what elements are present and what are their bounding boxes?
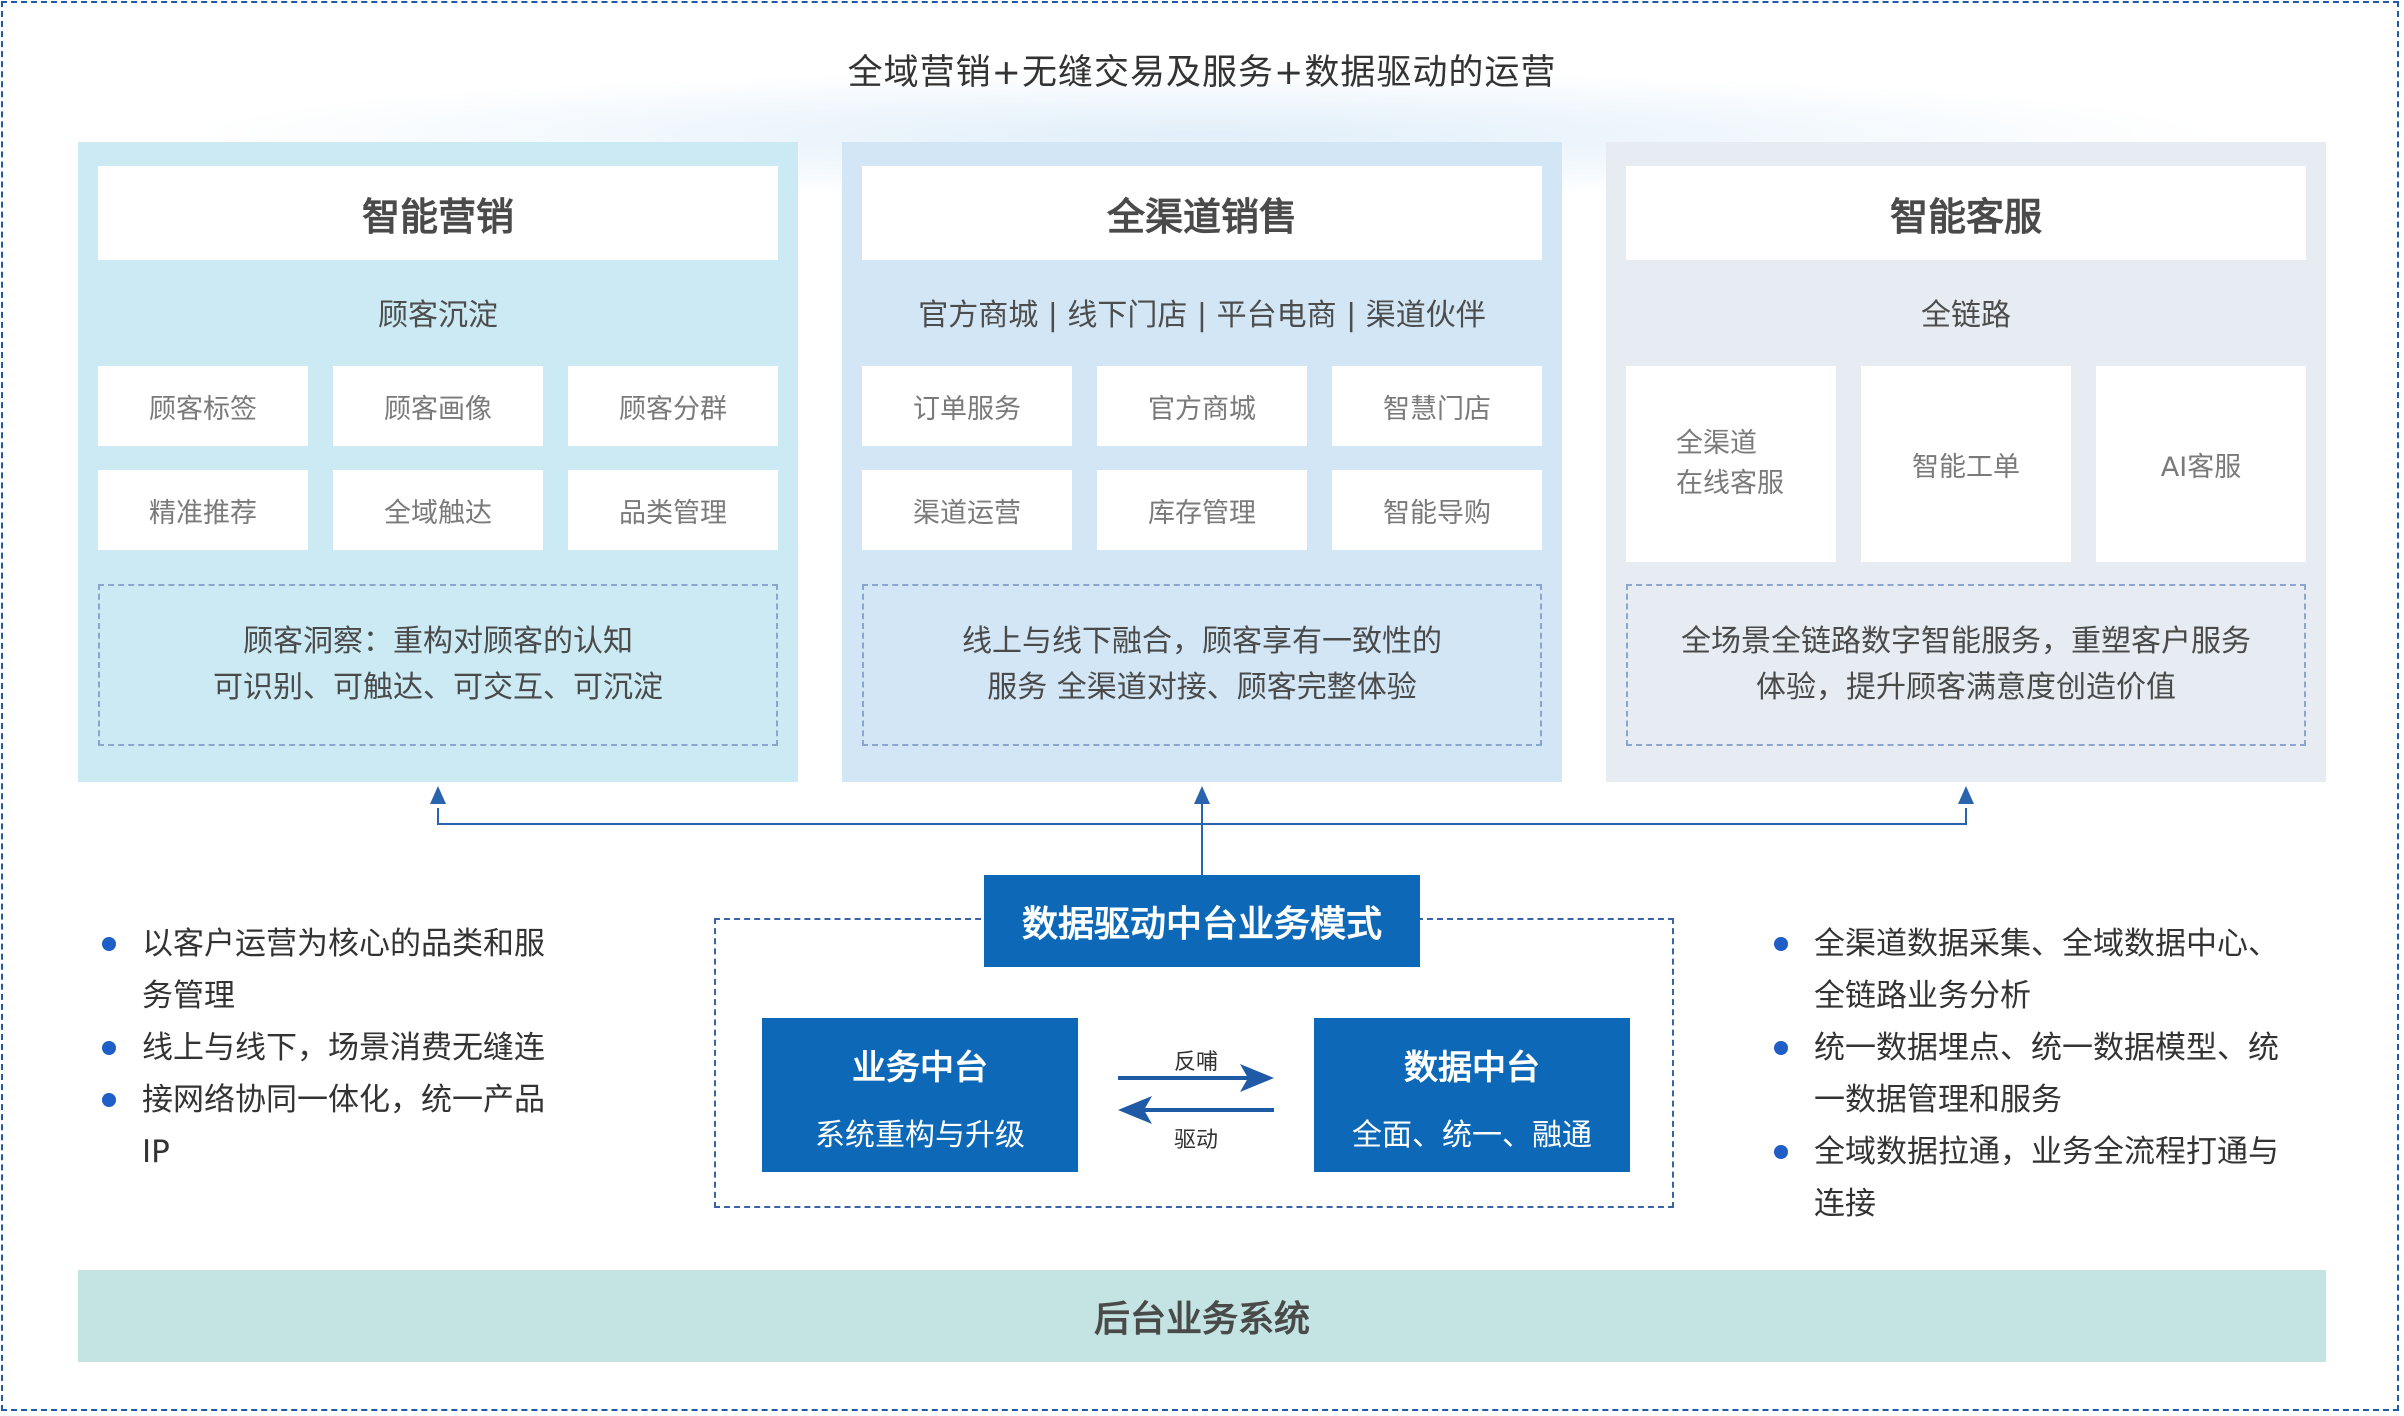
arrow-drive-label: 驱动	[1173, 1128, 1218, 1153]
data-platform-title: 数据中台	[1404, 1048, 1540, 1088]
tile-inventory-management: 库存管理	[1097, 470, 1307, 550]
bullet-item: 统一数据埋点、统一数据模型、统 一数据管理和服务	[1772, 1022, 2312, 1126]
data-platform-subtitle: 全面、统一、融通	[1352, 1118, 1592, 1153]
bullet-line: 一数据管理和服务	[1814, 1082, 2062, 1118]
tile-online-service: 全渠道 在线客服	[1626, 366, 1836, 562]
tile-smart-guide: 智能导购	[1332, 470, 1542, 550]
panel-subtitle: 顾客沉淀	[378, 298, 498, 333]
panel-insight: 顾客洞察：重构对顾客的认知 可识别、可触达、可交互、可沉淀	[98, 584, 778, 746]
right-bullet-list: 全渠道数据采集、全域数据中心、 全链路业务分析 统一数据埋点、统一数据模型、统 …	[1772, 918, 2312, 1230]
bullet-dot-icon	[1774, 1145, 1788, 1159]
panel-title: 智能营销	[98, 166, 778, 260]
business-platform-title: 业务中台	[852, 1048, 988, 1088]
bullet-line: 全域数据拉通，业务全流程打通与	[1814, 1134, 2279, 1170]
tile-line: 全渠道	[1676, 428, 1757, 459]
panel-omnichannel-sales: 全渠道销售 官方商城 | 线下门店 | 平台电商 | 渠道伙伴 订单服务 官方商…	[842, 142, 1562, 782]
tile-omni-reach: 全域触达	[333, 470, 543, 550]
tile-customer-tags: 顾客标签	[98, 366, 308, 446]
tile-smart-ticket: 智能工单	[1861, 366, 2071, 562]
tile-smart-store: 智慧门店	[1332, 366, 1542, 446]
bullet-dot-icon	[1774, 937, 1788, 951]
bullet-line: 线上与线下，场景消费无缝连	[142, 1030, 545, 1066]
tile-customer-portrait: 顾客画像	[333, 366, 543, 446]
bullet-dot-icon	[102, 1041, 116, 1055]
bullet-item: 以客户运营为核心的品类和服 务管理	[100, 918, 600, 1022]
bullet-dot-icon	[1774, 1041, 1788, 1055]
business-platform-box: 业务中台 系统重构与升级	[762, 1018, 1078, 1172]
panel-title: 智能客服	[1626, 166, 2306, 260]
bullet-dot-icon	[102, 937, 116, 951]
insight-line: 顾客洞察：重构对顾客的认知	[243, 624, 633, 659]
panel-smart-marketing: 智能营销 顾客沉淀 顾客标签 顾客画像 顾客分群 精准推荐 全域触达 品类管理 …	[78, 142, 798, 782]
bullet-line: 全渠道数据采集、全域数据中心、	[1814, 926, 2279, 962]
insight-line: 线上与线下融合，顾客享有一致性的	[962, 624, 1442, 659]
bullet-line: 统一数据埋点、统一数据模型、统	[1814, 1030, 2279, 1066]
bullet-item: 接网络协同一体化，统一产品 IP	[100, 1074, 600, 1178]
page-title: 全域营销+无缝交易及服务+数据驱动的运营	[847, 53, 1557, 93]
bullet-line: IP	[142, 1134, 170, 1170]
bullet-item: 线上与线下，场景消费无缝连	[100, 1022, 600, 1074]
tile-line: 在线客服	[1676, 468, 1784, 499]
panel-smart-service: 智能客服 全链路 全渠道 在线客服 智能工单 AI客服 全场景全链路数字智能服务…	[1606, 142, 2326, 782]
arrow-feedback-label: 反哺	[1173, 1050, 1218, 1075]
bullet-item: 全渠道数据采集、全域数据中心、 全链路业务分析	[1772, 918, 2312, 1022]
data-platform-box: 数据中台 全面、统一、融通	[1314, 1018, 1630, 1172]
left-bullet-list: 以客户运营为核心的品类和服 务管理 线上与线下，场景消费无缝连 接网络协同一体化…	[100, 918, 600, 1178]
insight-line: 服务 全渠道对接、顾客完整体验	[987, 670, 1417, 705]
bullet-item: 全域数据拉通，业务全流程打通与 连接	[1772, 1126, 2312, 1230]
bullet-line: 接网络协同一体化，统一产品	[142, 1082, 545, 1118]
panel-subtitle: 官方商城 | 线下门店 | 平台电商 | 渠道伙伴	[918, 298, 1486, 333]
panel-title: 全渠道销售	[862, 166, 1542, 260]
bullet-line: 连接	[1814, 1186, 1876, 1222]
insight-line: 体验，提升顾客满意度创造价值	[1756, 670, 2176, 705]
panel-subtitle: 全链路	[1921, 298, 2011, 333]
backend-system-bar: 后台业务系统	[78, 1270, 2326, 1362]
tile-customer-segmentation: 顾客分群	[568, 366, 778, 446]
tile-order-service: 订单服务	[862, 366, 1072, 446]
insight-line: 可识别、可触达、可交互、可沉淀	[213, 670, 663, 705]
bullet-line: 务管理	[142, 978, 235, 1014]
core-title: 数据驱动中台业务模式	[984, 875, 1420, 967]
business-platform-subtitle: 系统重构与升级	[815, 1118, 1025, 1153]
tile-channel-operation: 渠道运营	[862, 470, 1072, 550]
bullet-line: 全链路业务分析	[1814, 978, 2031, 1014]
tile-official-mall: 官方商城	[1097, 366, 1307, 446]
panel-insight: 线上与线下融合，顾客享有一致性的 服务 全渠道对接、顾客完整体验	[862, 584, 1542, 746]
tile-ai-service: AI客服	[2096, 366, 2306, 562]
panel-insight: 全场景全链路数字智能服务，重塑客户服务 体验，提升顾客满意度创造价值	[1626, 584, 2306, 746]
tile-category-management: 品类管理	[568, 470, 778, 550]
insight-line: 全场景全链路数字智能服务，重塑客户服务	[1681, 624, 2251, 659]
tile-precise-recommendation: 精准推荐	[98, 470, 308, 550]
bullet-dot-icon	[102, 1093, 116, 1107]
bullet-line: 以客户运营为核心的品类和服	[142, 926, 545, 962]
